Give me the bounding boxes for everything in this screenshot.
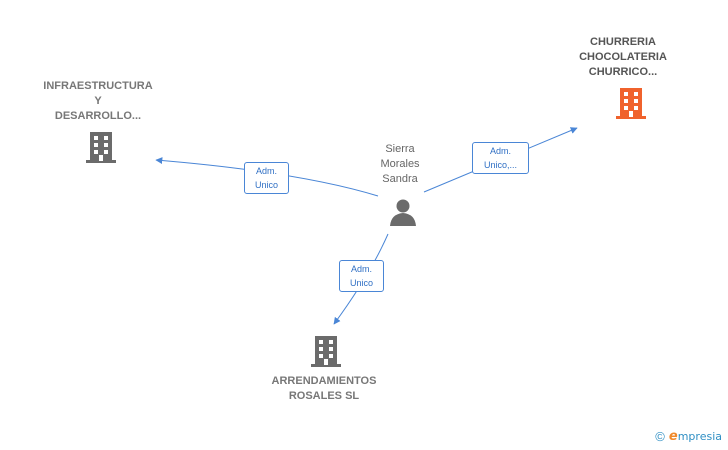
building-icon[interactable]: [85, 130, 117, 164]
edge-label-to-infraestructura[interactable]: Adm. Unico: [244, 162, 289, 194]
person-icon[interactable]: [388, 197, 418, 227]
building-icon[interactable]: [310, 334, 342, 368]
footer-brand: © empresia: [655, 429, 722, 444]
company-label-arrendamientos[interactable]: ARRENDAMIENTOS ROSALES SL: [271, 375, 377, 402]
edge-label-to-arrendamientos[interactable]: Adm. Unico: [339, 260, 384, 292]
brand-logo[interactable]: empresia: [668, 429, 722, 444]
copyright-icon: ©: [655, 429, 665, 444]
person-label[interactable]: Sierra Morales Sandra: [380, 143, 420, 185]
building-icon[interactable]: [615, 86, 647, 120]
edge-label-to-churreria[interactable]: Adm. Unico,...: [472, 142, 529, 174]
company-label-infraestructura[interactable]: INFRAESTRUCTURA Y DESARROLLO...: [43, 80, 153, 122]
company-label-churreria[interactable]: CHURRERIA CHOCOLATERIA CHURRICO...: [579, 36, 667, 78]
